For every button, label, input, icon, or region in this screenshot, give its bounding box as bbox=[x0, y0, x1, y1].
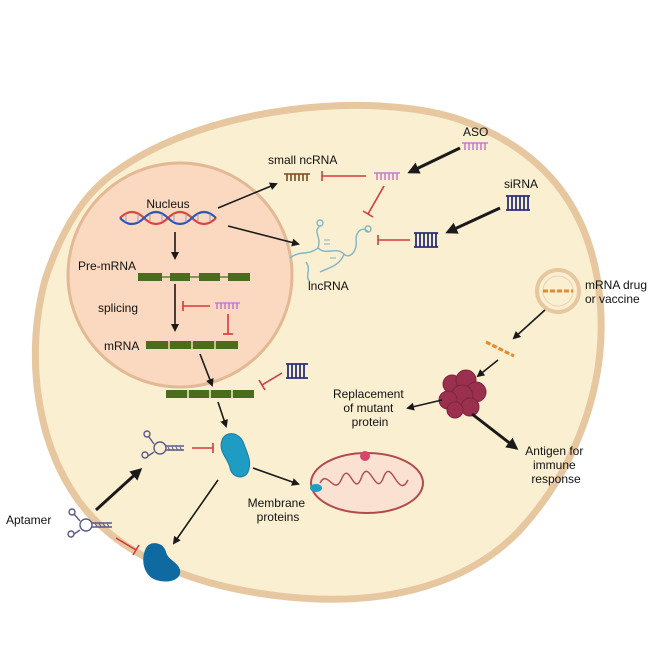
arrow-protein-secretion bbox=[172, 479, 219, 545]
aso-oligo-icon-cytoplasm bbox=[374, 172, 400, 180]
sirna-duplex-icon-cytoplasm bbox=[286, 363, 308, 379]
lncrna-label: lncRNA bbox=[308, 279, 349, 293]
pre-mrna-strand bbox=[138, 273, 250, 281]
membrane-protein-dot bbox=[310, 484, 322, 492]
splicing-label: splicing bbox=[98, 301, 138, 315]
replacement-label: Replacement of mutant protein bbox=[333, 387, 407, 429]
inhibit-mrna-by-sirna bbox=[261, 372, 283, 386]
inhibit-extracellular-protein bbox=[115, 537, 137, 551]
inhibit-lncrna-by-aso bbox=[367, 185, 385, 215]
arrow-to-small-ncrna bbox=[217, 182, 278, 209]
replacement-protein-icon bbox=[438, 369, 487, 419]
sirna-label: siRNA bbox=[504, 177, 538, 191]
antigen-label: Antigen for immune response bbox=[525, 444, 586, 486]
arrow-aptamer-entry bbox=[94, 467, 143, 512]
mrna-label: mRNA bbox=[104, 339, 139, 353]
lncrna-structure-icon bbox=[289, 219, 372, 283]
arrow-translation bbox=[217, 401, 228, 428]
mrna-strand-cytoplasm bbox=[166, 390, 254, 398]
nucleus-label: Nucleus bbox=[146, 197, 189, 211]
aptamer-label: Aptamer bbox=[6, 513, 51, 527]
arrow-aso-entry bbox=[407, 146, 461, 174]
arrow-to-antigen bbox=[471, 412, 519, 450]
mitochondrial-protein-dot bbox=[360, 451, 370, 461]
lipid-nanoparticle-icon bbox=[535, 268, 581, 314]
aso-label: ASO bbox=[463, 125, 488, 139]
aso-oligo-icon bbox=[215, 302, 240, 309]
arrow-sirna-entry bbox=[445, 206, 501, 234]
arrow-mrna-to-protein bbox=[476, 359, 499, 378]
arrow-to-replacement bbox=[406, 399, 443, 411]
aso-oligo-icon-external bbox=[462, 142, 488, 150]
arrow-to-membrane bbox=[252, 467, 300, 486]
small-ncrna-label: small ncRNA bbox=[268, 153, 337, 167]
pre-mrna-label: Pre-mRNA bbox=[78, 259, 136, 273]
mrna-strand-nucleus bbox=[146, 341, 238, 349]
small-ncrna-icon bbox=[284, 173, 310, 181]
translated-protein-icon bbox=[220, 433, 251, 478]
membrane-proteins-label: Membrane proteins bbox=[248, 496, 309, 524]
mrna-drug-label: mRNA drug or vaccine bbox=[585, 278, 650, 306]
sirna-duplex-icon-external bbox=[506, 195, 530, 211]
aptamer-icon-external bbox=[67, 508, 112, 538]
arrow-to-lncrna bbox=[227, 225, 300, 247]
aptamer-icon-cell bbox=[141, 430, 184, 459]
arrow-nanoparticle-entry bbox=[512, 309, 546, 340]
dna-double-helix-icon bbox=[119, 210, 217, 226]
mitochondrion-icon bbox=[310, 452, 424, 514]
delivered-mrna-strand bbox=[485, 340, 515, 358]
secreted-protein-icon bbox=[143, 543, 181, 582]
sirna-duplex-icon-lncrna bbox=[414, 232, 438, 248]
arrow-mrna-export bbox=[199, 353, 214, 387]
